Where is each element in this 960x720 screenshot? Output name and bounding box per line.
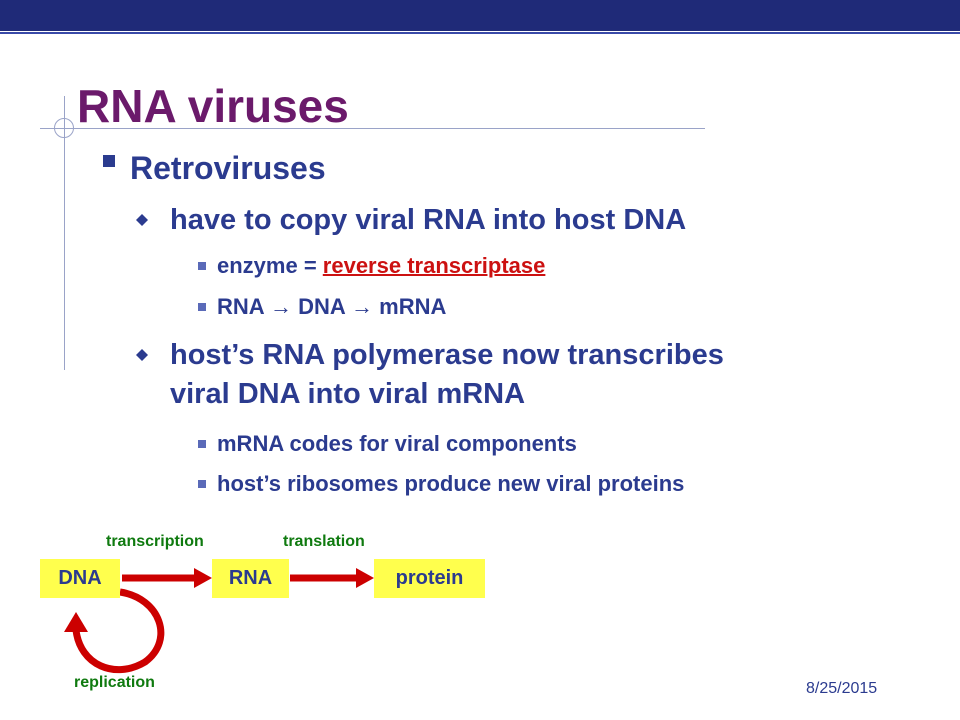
slide-title: RNA viruses: [77, 80, 349, 132]
small-square-bullet-icon: [198, 303, 206, 311]
transcription-label: transcription: [106, 533, 204, 550]
replication-arrowhead: [64, 612, 88, 632]
bullet-polymerase-line1: host’s RNA polymerase now transcribes: [170, 339, 724, 371]
bullet-ribosomes: host’s ribosomes produce new viral prote…: [217, 471, 685, 496]
square-bullet-icon: [103, 155, 115, 167]
header-rule: [0, 32, 960, 34]
bullet-polymerase-line2: viral DNA into viral mRNA: [170, 378, 526, 410]
replication-loop-arrow: [72, 588, 165, 674]
crosshair-circle-icon: [54, 118, 74, 138]
diamond-bullet-icon: [136, 349, 148, 361]
bullet-rna-dna-mrna: RNA → DNA → mRNA: [217, 294, 447, 319]
slide-date: 8/25/2015: [806, 680, 878, 697]
bullet-copy-rna: have to copy viral RNA into host DNA: [170, 204, 687, 236]
small-square-bullet-icon: [198, 262, 206, 270]
translation-arrowhead: [356, 568, 374, 588]
header-bar: [0, 0, 960, 31]
small-square-bullet-icon: [198, 440, 206, 448]
diamond-bullet-icon: [136, 214, 148, 226]
bullet-mrna-codes: mRNA codes for viral components: [217, 431, 577, 456]
reverse-transcriptase-link[interactable]: reverse transcriptase: [322, 253, 546, 278]
small-square-bullet-icon: [198, 480, 206, 488]
bullet-enzyme: enzyme = reverse transcriptase: [217, 252, 545, 280]
protein-box: protein: [374, 559, 485, 598]
title-rule: [40, 128, 705, 129]
transcription-arrowhead: [194, 568, 212, 588]
translation-label: translation: [283, 533, 365, 550]
enzyme-prefix: enzyme =: [217, 253, 323, 278]
dna-box: DNA: [40, 559, 120, 598]
bullet-retroviruses: Retroviruses: [130, 150, 326, 186]
replication-label: replication: [74, 674, 155, 691]
rna-box: RNA: [212, 559, 289, 598]
left-rule: [64, 96, 65, 370]
